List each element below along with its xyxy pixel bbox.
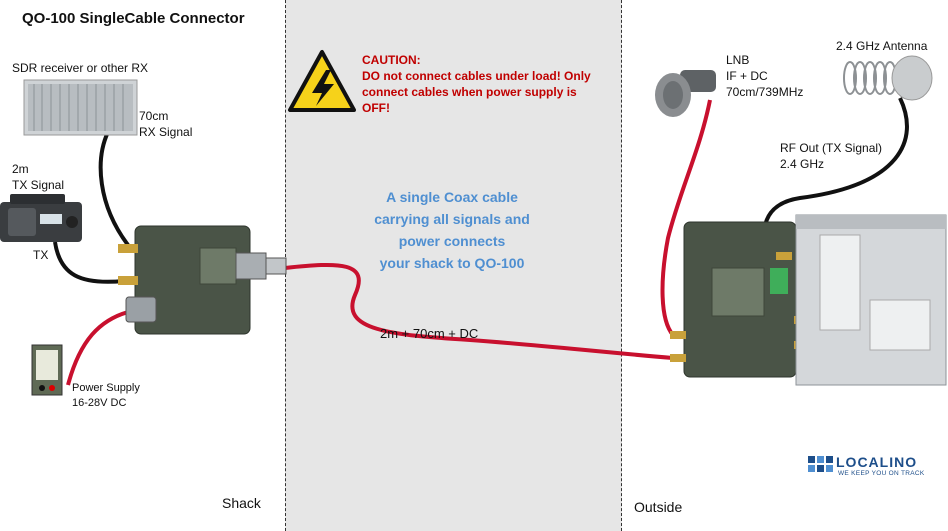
coax-message-line-3: power connects	[398, 233, 506, 249]
antenna-label: 2.4 GHz Antenna	[836, 39, 928, 53]
outside-label: Outside	[634, 499, 683, 515]
localino-tagline: WE KEEP YOU ON TRACK	[838, 470, 925, 477]
caution-heading: CAUTION:	[362, 53, 421, 67]
power-supply	[31, 344, 63, 396]
rf-freq-label: 2.4 GHz	[780, 157, 825, 171]
outside-board	[670, 221, 810, 378]
lnb-device	[655, 70, 716, 117]
rx-cable	[98, 131, 130, 247]
lnb-if-label: IF + DC	[726, 69, 768, 83]
tx-signal-label: TX Signal	[12, 178, 65, 192]
rx-signal-label: RX Signal	[139, 125, 193, 139]
power-supply-label: Power Supply	[72, 382, 140, 394]
sdr-receiver	[23, 79, 138, 136]
sdr-label: SDR receiver or other RX	[12, 61, 149, 75]
tx-radio	[0, 194, 82, 242]
coax-message-line-4: your shack to QO-100	[379, 255, 525, 271]
tx-cable	[53, 241, 125, 284]
transceiver-enclosure	[795, 214, 947, 386]
coax-message: A single Coax cable carrying all signals…	[352, 186, 552, 274]
power-cable	[66, 310, 129, 386]
coax-message-line-2: carrying all signals and	[374, 211, 530, 227]
main-coax-cable	[284, 263, 674, 360]
power-range-label: 16-28V DC	[72, 397, 127, 409]
lnb-label: LNB	[726, 53, 750, 67]
caution-line-1: DO not connect cables under load! Only	[362, 69, 591, 83]
rf-out-label: RF Out (TX Signal)	[780, 141, 883, 155]
rx-band-label: 70cm	[139, 109, 169, 123]
tx-label: TX	[33, 248, 49, 262]
helix-antenna	[843, 55, 933, 101]
caution-line-3: OFF!	[362, 101, 390, 115]
caution-line-2: connect cables when power supply is	[362, 85, 577, 99]
caution-notice: CAUTION: DO not connect cables under loa…	[362, 52, 612, 116]
shack-label: Shack	[222, 495, 261, 511]
shack-board	[118, 225, 287, 335]
cable-label: 2m + 70cm + DC	[380, 326, 479, 341]
high-voltage-icon	[288, 50, 356, 112]
localino-logo-text: LOCALINO	[836, 454, 918, 470]
lnb-cable	[660, 99, 712, 337]
localino-logo-icon	[808, 456, 833, 472]
page-title: QO-100 SingleCable Connector	[22, 10, 245, 27]
coax-message-line-1: A single Coax cable	[386, 189, 518, 205]
tx-band-label: 2m	[12, 162, 29, 176]
lnb-freq-label: 70cm/739MHz	[726, 85, 804, 99]
